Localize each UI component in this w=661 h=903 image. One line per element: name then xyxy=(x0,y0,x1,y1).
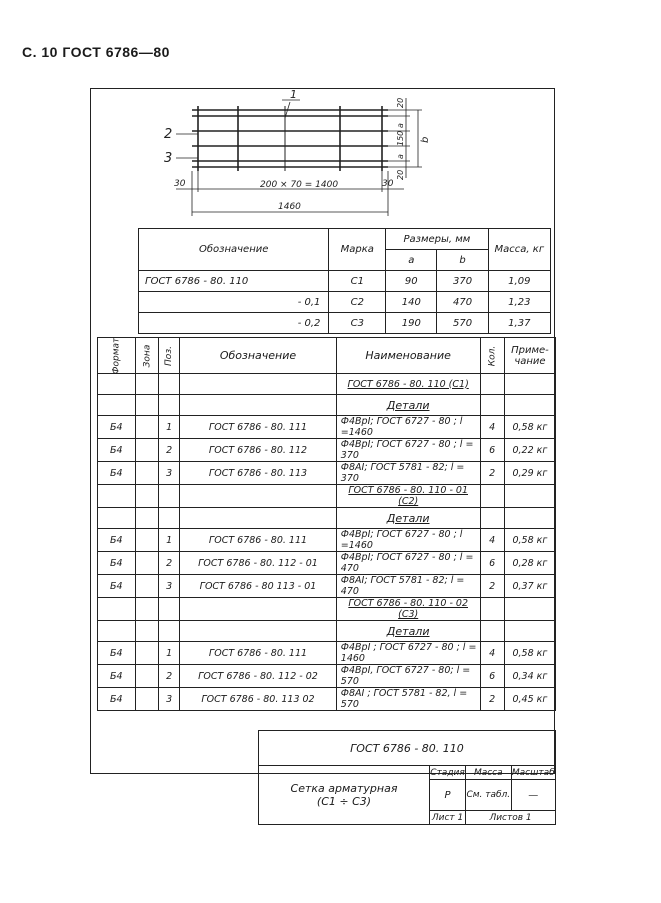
header-pos: Поз. xyxy=(158,337,181,374)
dim-side-a2: a xyxy=(396,154,405,159)
dim-right: 30 xyxy=(382,179,394,189)
header-note: Приме- чание xyxy=(503,337,557,374)
pos-label-2: 2 xyxy=(164,127,172,142)
header-format: Формат xyxy=(97,337,136,374)
section-title: Детали xyxy=(335,620,481,642)
group-title: ГОСТ 6786 - 80. 110 - 01 (С2) xyxy=(335,484,481,508)
table-row: - 0,2 С3 190 570 1,37 xyxy=(137,312,552,334)
stage-value: Р xyxy=(428,779,467,811)
dim-side-bottom: 20 xyxy=(396,170,405,180)
table-row: ГОСТ 6786 - 80. 110 С1 90 370 1,09 xyxy=(137,270,552,292)
mass-label: Масса xyxy=(465,765,512,780)
dim-b: b xyxy=(420,137,431,143)
scale-value: — xyxy=(510,779,557,811)
title-block: ГОСТ 6786 - 80. 110 Сетка арматурная (С1… xyxy=(258,730,557,825)
dim-side-top: 20 xyxy=(396,98,405,108)
doc-number: ГОСТ 6786 - 80. 110 xyxy=(258,730,556,766)
header-b: b xyxy=(436,249,489,271)
group-title: ГОСТ 6786 - 80. 110 - 02 (С3) xyxy=(335,597,481,621)
specification-table: Формат Зона Поз. Обозначение Наименовани… xyxy=(97,337,557,711)
header-mark: Марка xyxy=(328,228,387,271)
variants-table: Обозначение Марка Размеры, мм Масса, кг … xyxy=(137,228,552,334)
dim-total: 1460 xyxy=(278,202,301,212)
header-designation: Обозначение xyxy=(179,337,337,374)
mesh-drawing: 1 2 3 30 200 × 70 = 1400 30 1460 20 a 15… xyxy=(164,88,431,216)
section-title: Детали xyxy=(335,394,481,416)
dim-left: 30 xyxy=(174,179,186,189)
pos-label-3: 3 xyxy=(164,151,172,166)
header-qty: Кол. xyxy=(479,337,505,374)
mass-value: См. табл. xyxy=(465,779,512,811)
doc-name: Сетка арматурная (С1 ÷ С3) xyxy=(258,765,430,825)
table-row: - 0,1 С2 140 470 1,23 xyxy=(137,291,552,313)
dim-side-150: 150 xyxy=(396,131,405,146)
section-title: Детали xyxy=(335,507,481,529)
sheets-label: Листов 1 xyxy=(465,810,556,825)
sheet-label: Лист 1 xyxy=(428,810,467,825)
header-name: Наименование xyxy=(335,337,481,374)
page-header: С. 10 ГОСТ 6786—80 xyxy=(22,44,170,60)
header-sizes: Размеры, мм xyxy=(385,228,489,250)
header-a: a xyxy=(385,249,438,271)
dim-middle: 200 × 70 = 1400 xyxy=(260,180,338,190)
header-designation: Обозначение xyxy=(137,228,330,271)
scale-label: Масштаб xyxy=(510,765,557,780)
stage-label: Стадия xyxy=(428,765,467,780)
group-title: ГОСТ 6786 - 80. 110 (С1) xyxy=(335,373,481,395)
pos-label-1: 1 xyxy=(290,88,297,101)
header-mass: Масса, кг xyxy=(487,228,552,271)
header-zone: Зона xyxy=(134,337,160,374)
dim-side-a1: a xyxy=(396,123,405,128)
